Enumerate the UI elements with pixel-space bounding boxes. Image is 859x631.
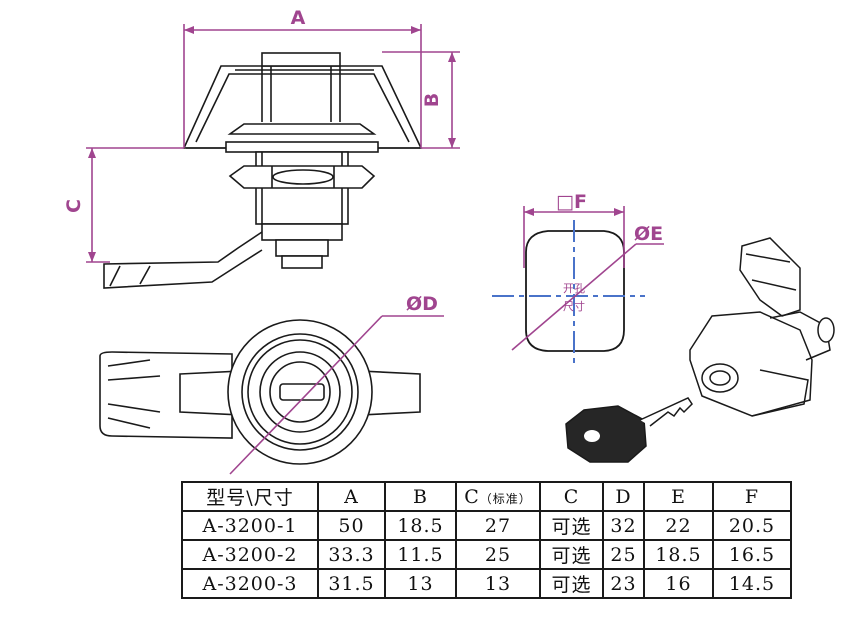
cell-e: 18.5 xyxy=(643,539,714,570)
panel-cutout xyxy=(492,220,645,364)
cell-d: 32 xyxy=(602,510,645,541)
key-icon xyxy=(565,397,693,463)
cell-c-optional: 可选 xyxy=(539,539,604,570)
table-row: A-3200-3 31.5 13 13 可选 23 16 14.5 xyxy=(181,568,792,599)
dimension-lines xyxy=(86,24,664,475)
dimension-table: 型号\尺寸 A B C（标准） C D E F A-3200-1 50 18.5… xyxy=(181,481,792,599)
header-a: A xyxy=(317,481,386,512)
cell-c-optional: 可选 xyxy=(539,510,604,541)
cell-d: 25 xyxy=(602,539,645,570)
cell-a: 50 xyxy=(317,510,386,541)
cell-c-standard: 27 xyxy=(455,510,541,541)
header-e: E xyxy=(643,481,714,512)
header-c-note: （标准） xyxy=(479,491,532,506)
cutout-label-line-1: 开孔 xyxy=(563,282,585,295)
isometric-view xyxy=(689,237,835,417)
cell-a: 33.3 xyxy=(317,539,386,570)
side-view xyxy=(103,52,423,289)
cell-b: 18.5 xyxy=(384,510,457,541)
dimension-e-label: ØE xyxy=(634,223,663,245)
cell-f: 14.5 xyxy=(712,568,792,599)
cell-c-optional: 可选 xyxy=(539,568,604,599)
cell-d: 23 xyxy=(602,568,645,599)
dimension-f-label: □F xyxy=(556,191,587,213)
header-f: F xyxy=(712,481,792,512)
cell-f: 20.5 xyxy=(712,510,792,541)
dimension-b-label: B xyxy=(421,93,443,107)
cell-model: A-3200-3 xyxy=(181,568,319,599)
header-c-letter: C xyxy=(464,485,480,508)
header-d: D xyxy=(602,481,645,512)
header-c-optional: C xyxy=(539,481,604,512)
cell-a: 31.5 xyxy=(317,568,386,599)
dimension-d-label: ØD xyxy=(406,293,438,315)
dimension-arrows xyxy=(88,26,624,262)
table-row: A-3200-2 33.3 11.5 25 可选 25 18.5 16.5 xyxy=(181,539,792,570)
cutout-label-line-2: 尺寸 xyxy=(563,299,585,313)
dimension-a-label: A xyxy=(291,7,306,29)
cell-b: 11.5 xyxy=(384,539,457,570)
cell-e: 16 xyxy=(643,568,714,599)
cell-model: A-3200-2 xyxy=(181,539,319,570)
cell-b: 13 xyxy=(384,568,457,599)
cell-f: 16.5 xyxy=(712,539,792,570)
header-model: 型号\尺寸 xyxy=(181,481,319,512)
header-b: B xyxy=(384,481,457,512)
cell-c-standard: 25 xyxy=(455,539,541,570)
front-view xyxy=(99,319,421,465)
cell-e: 22 xyxy=(643,510,714,541)
table-header-row: 型号\尺寸 A B C（标准） C D E F xyxy=(181,481,792,512)
cell-c-standard: 13 xyxy=(455,568,541,599)
header-c-standard: C（标准） xyxy=(455,481,541,512)
dimension-c-label: C xyxy=(63,199,85,213)
cell-model: A-3200-1 xyxy=(181,510,319,541)
table-row: A-3200-1 50 18.5 27 可选 32 22 20.5 xyxy=(181,510,792,541)
